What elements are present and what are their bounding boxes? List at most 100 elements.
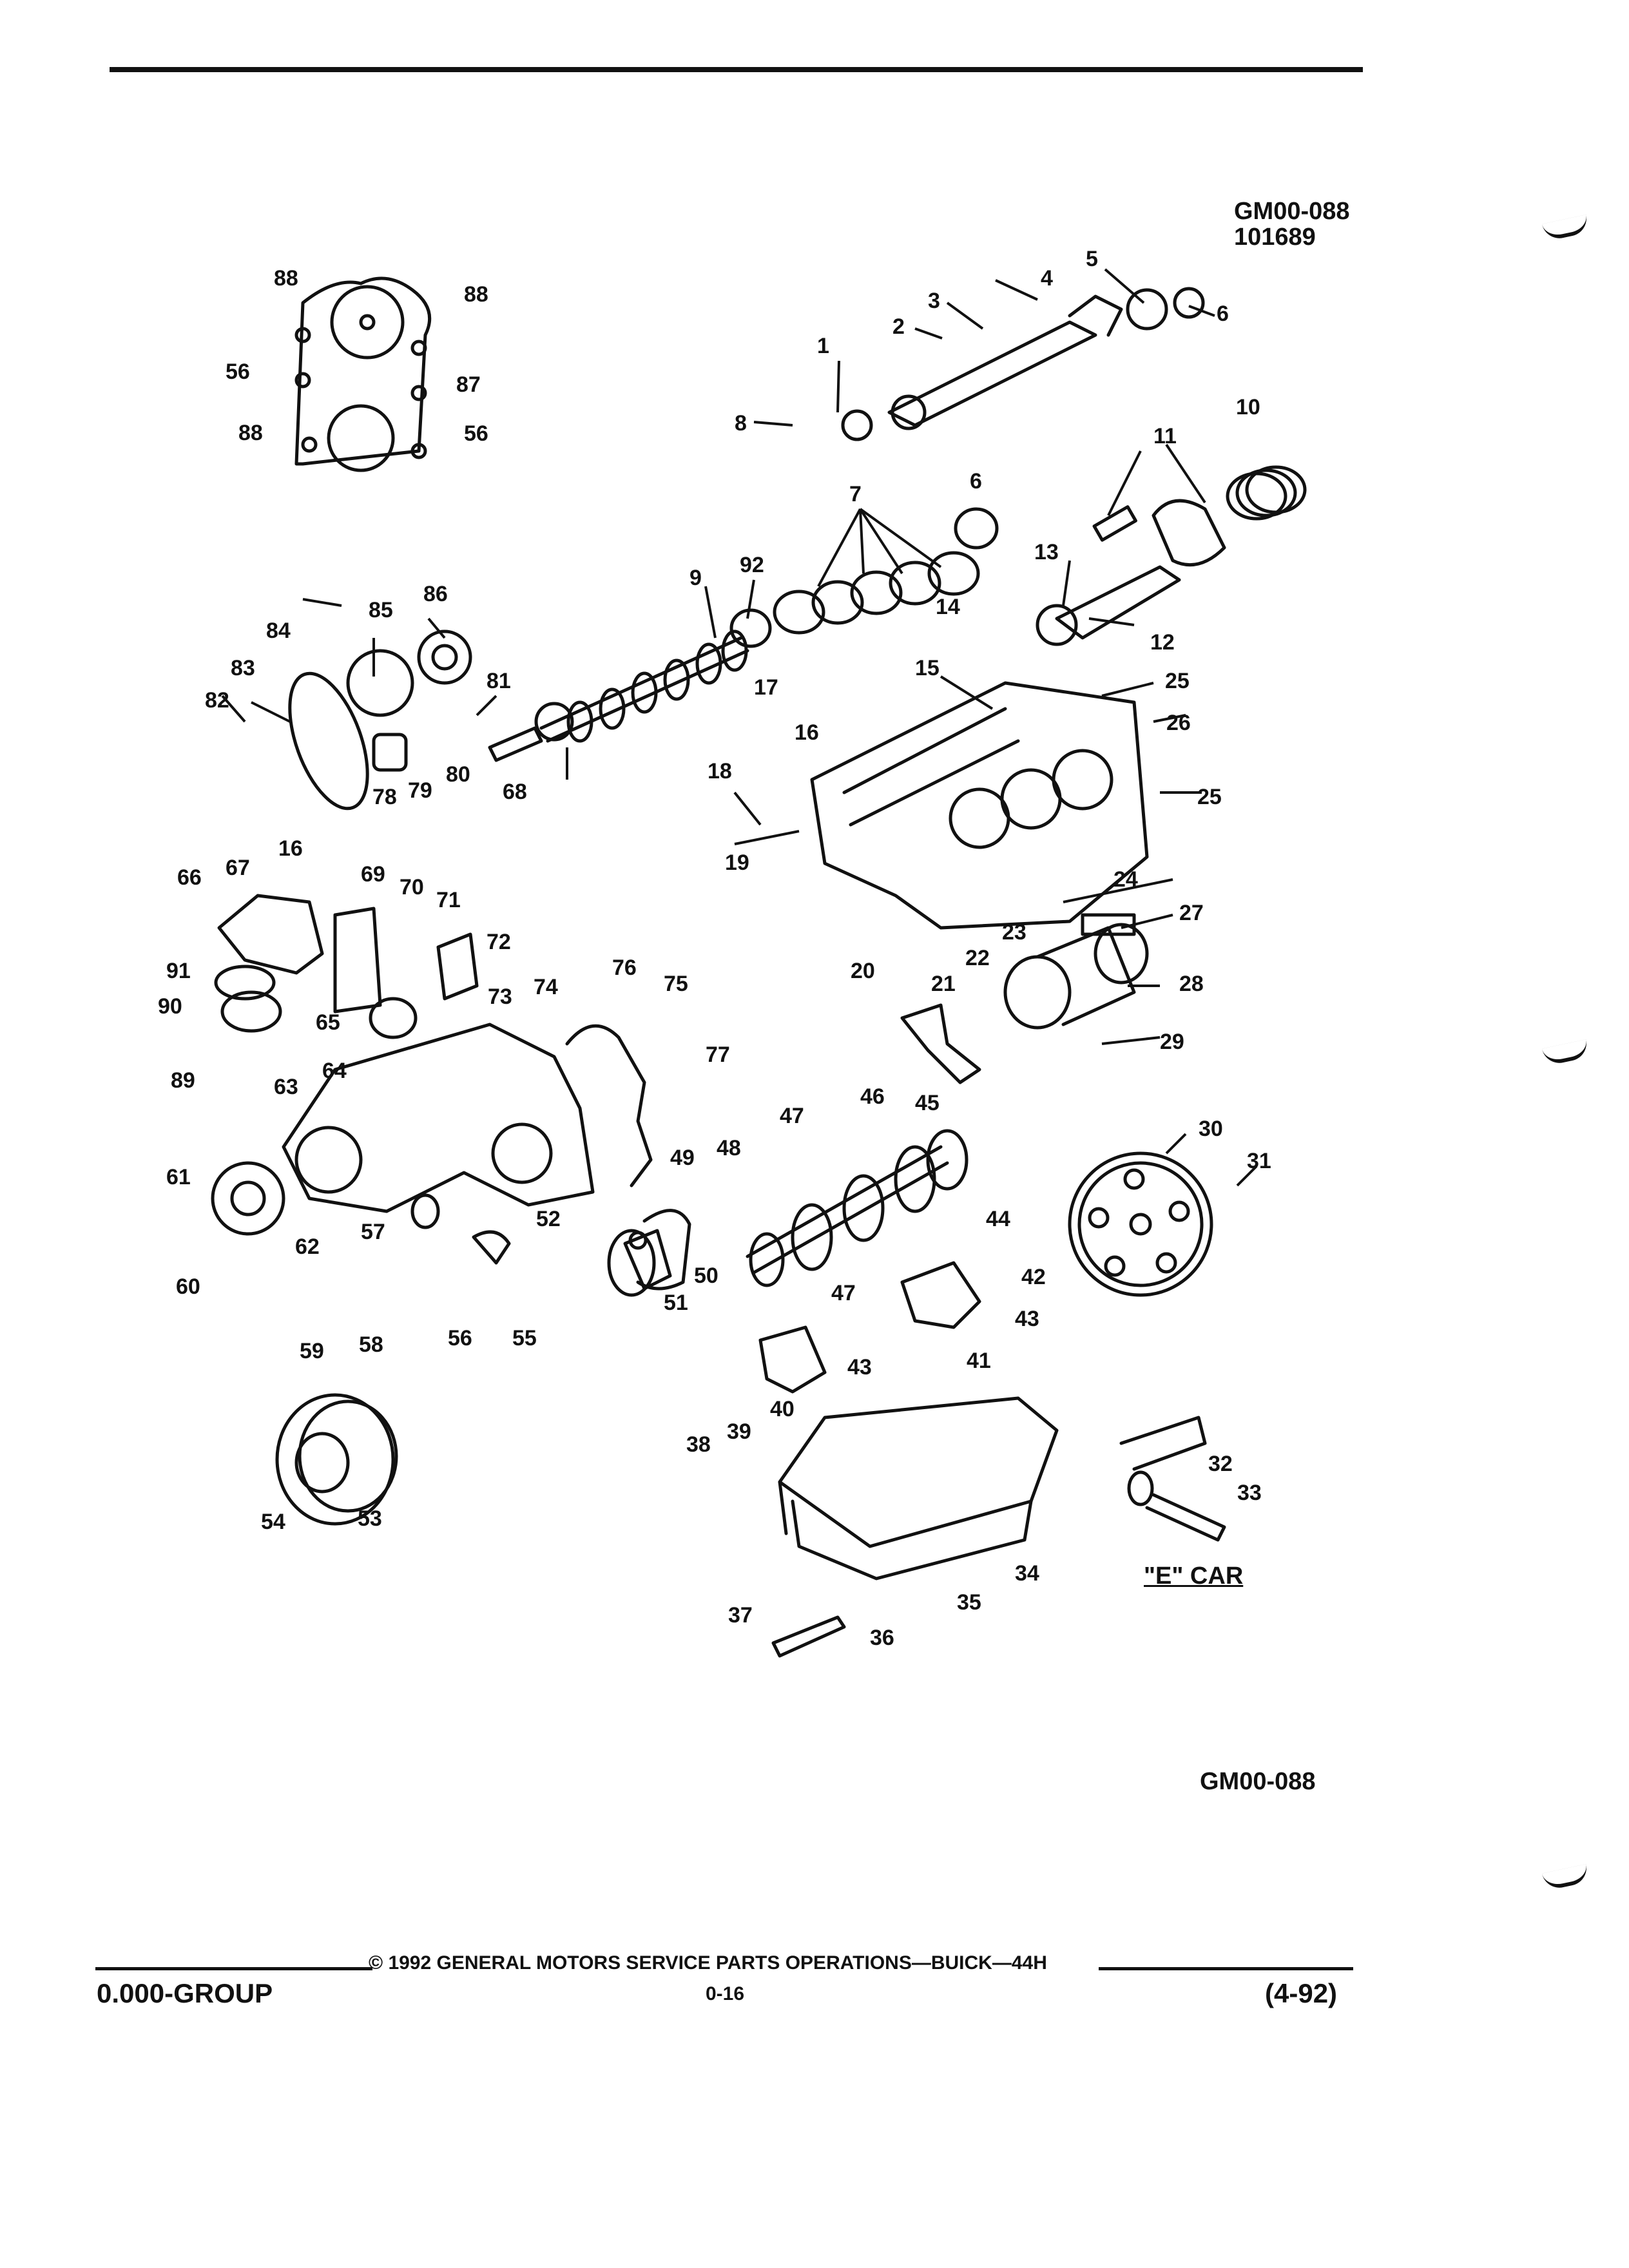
callout-38: 38 [686,1432,711,1457]
callout-66: 66 [177,865,202,890]
callout-50: 50 [694,1264,718,1288]
callout-16b: 16 [278,836,303,861]
top-rule [110,67,1363,72]
callout-15: 15 [915,656,940,680]
front-cover [282,1023,595,1213]
engine-block [810,681,1149,930]
callout-4: 4 [1041,266,1053,291]
callout-42: 42 [1021,1265,1046,1289]
callout-73: 73 [488,985,512,1009]
callout-25: 25 [1165,669,1190,693]
callout-62: 62 [295,1235,320,1259]
callout-43: 43 [1015,1307,1039,1331]
callout-85: 85 [369,598,393,622]
callout-68: 68 [503,780,527,804]
callout-35: 35 [957,1590,981,1615]
callout-10: 10 [1236,395,1260,419]
water-pump-pulley [211,1161,285,1236]
callout-91: 91 [166,959,191,983]
callout-67: 67 [226,856,250,880]
balance-shaft [887,320,1097,427]
callout-3: 3 [928,289,940,313]
callout-33: 33 [1237,1481,1262,1505]
piston-rings [1226,465,1307,521]
main-cap [900,1261,981,1329]
callout-27: 27 [1179,901,1204,925]
footer-rule-left [95,1967,372,1970]
crankshaft [746,1129,969,1287]
callout-48: 48 [717,1136,741,1160]
callout-28: 28 [1179,972,1204,996]
callout-12: 12 [1150,630,1175,655]
callout-72: 72 [487,930,511,954]
callout-16: 16 [795,720,819,745]
callout-44: 44 [986,1207,1010,1231]
callout-46: 46 [860,1084,885,1109]
callout-32: 32 [1208,1452,1233,1476]
flywheel [1068,1151,1213,1297]
piston [1152,499,1226,567]
callout-69: 69 [361,862,385,887]
callout-88b: 88 [464,282,488,307]
callout-13: 13 [1034,540,1059,564]
callout-71: 71 [436,888,461,912]
callout-30: 30 [1199,1117,1223,1141]
pan-bracket [771,1615,846,1658]
callout-65: 65 [316,1010,340,1035]
starter-motor [1003,913,1149,1030]
callout-92: 92 [740,553,764,577]
callout-1: 1 [817,334,829,358]
callout-53: 53 [358,1506,382,1531]
callout-54: 54 [261,1510,285,1534]
callout-18: 18 [708,759,732,783]
callout-7: 7 [849,482,862,506]
callout-56b: 56 [226,360,250,384]
callout-56c: 56 [464,421,488,446]
callout-80: 80 [446,762,470,787]
callout-40: 40 [770,1397,795,1421]
oil-pickup [900,1003,981,1084]
callout-45: 45 [915,1091,940,1115]
callout-6b: 6 [970,469,982,494]
callout-37: 37 [728,1603,753,1628]
callout-56: 56 [448,1326,472,1350]
callout-52: 52 [536,1207,561,1231]
callout-51: 51 [664,1291,688,1315]
callout-22: 22 [965,946,990,970]
callout-49: 49 [670,1146,695,1170]
callout-87: 87 [456,372,481,397]
footer-copyright: © 1992 GENERAL MOTORS SERVICE PARTS OPER… [369,1952,1047,1974]
callout-86: 86 [423,582,448,606]
callout-84: 84 [266,619,291,643]
callout-83: 83 [231,656,255,680]
callout-58: 58 [359,1332,383,1357]
callout-79: 79 [408,778,432,803]
callout-6: 6 [1217,302,1229,326]
cover-gasket [565,1024,653,1187]
callout-39: 39 [727,1419,751,1444]
figure-code: GM00-088 [1234,198,1350,225]
main-cap [758,1325,827,1394]
callout-23: 23 [1002,920,1027,945]
callout-26: 26 [1166,711,1191,735]
footer-date: (4-92) [1265,1978,1338,2008]
oil-pan [778,1396,1059,1581]
callout-2: 2 [892,314,905,339]
callout-36: 36 [870,1626,894,1650]
callout-78: 78 [372,785,397,809]
callout-43b: 43 [847,1355,872,1379]
callout-19: 19 [725,850,749,875]
oil-filter-adapter [214,894,479,1039]
callout-59: 59 [300,1339,324,1363]
footer-page: 0-16 [706,1983,745,2004]
crank-pulley [275,1393,398,1526]
callout-63: 63 [274,1075,298,1099]
callout-88c: 88 [238,421,263,445]
callout-82: 82 [205,688,229,713]
callout-64: 64 [322,1059,347,1083]
callout-24: 24 [1113,867,1138,892]
callout-77: 77 [706,1043,730,1067]
callout-17: 17 [754,675,778,700]
callout-57: 57 [361,1220,385,1244]
callout-90: 90 [158,994,182,1019]
